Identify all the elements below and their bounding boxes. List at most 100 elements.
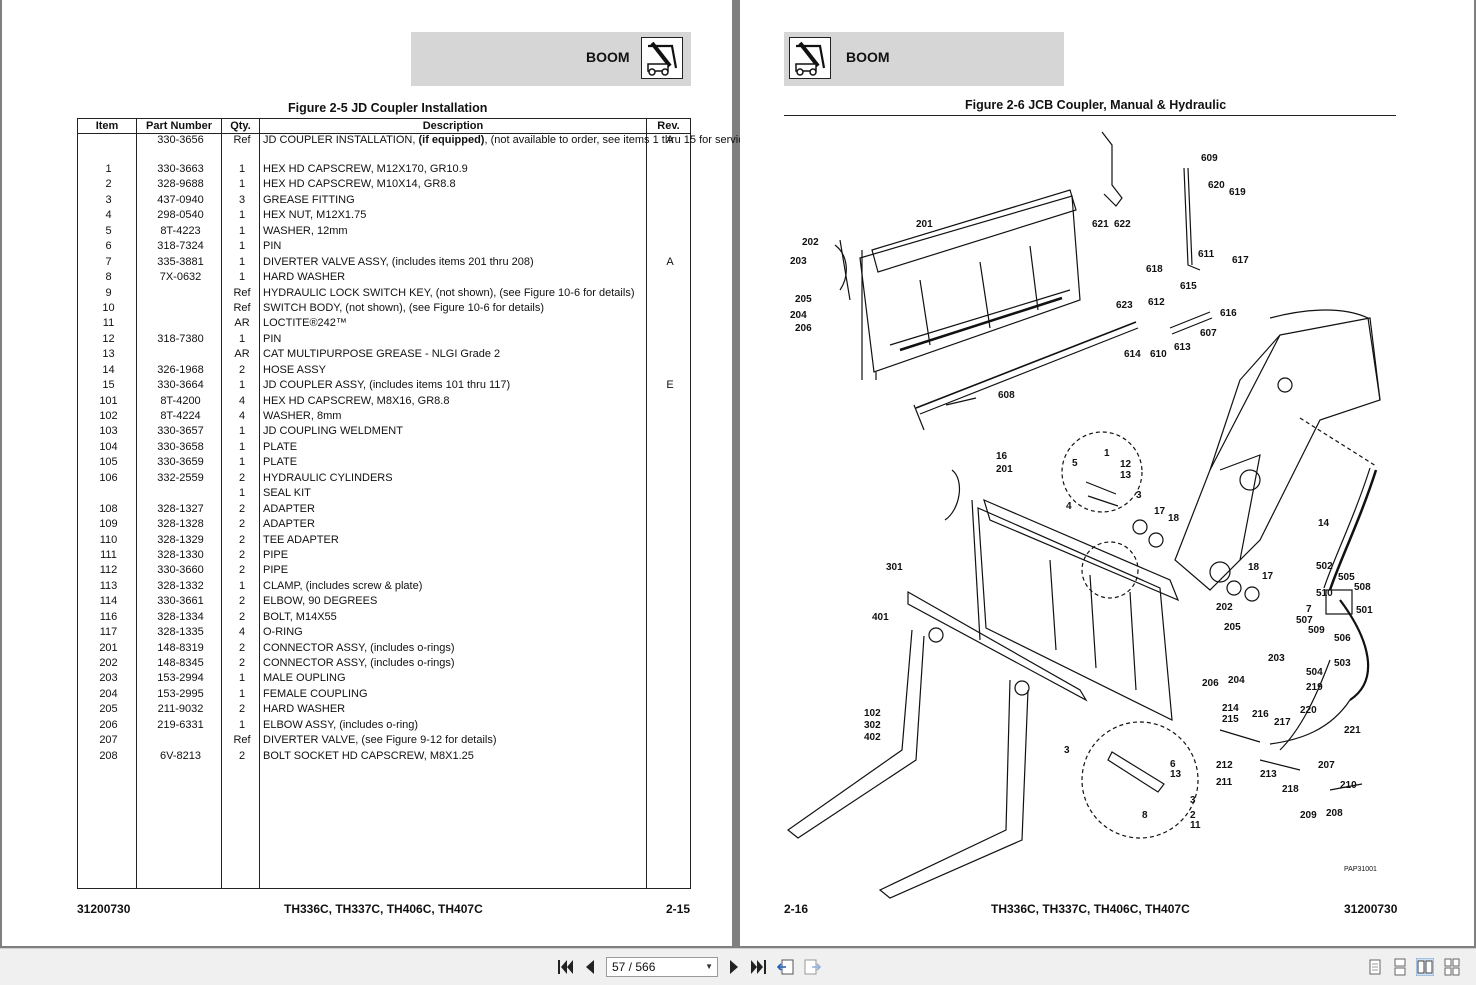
svg-text:216: 216 [1252, 709, 1269, 720]
item-cell: 10 [77, 301, 137, 318]
item-cell: 206 [77, 718, 137, 735]
svg-text:2: 2 [1190, 810, 1196, 821]
svg-text:508: 508 [1354, 582, 1371, 593]
chevron-down-icon[interactable]: ▼ [705, 962, 713, 971]
page-indicator: 57 / 566 [612, 960, 656, 974]
svg-text:218: 218 [1282, 784, 1299, 795]
qty-cell: 2 [221, 610, 260, 627]
footer-models: TH336C, TH337C, TH406C, TH407C [284, 902, 483, 916]
svg-text:610: 610 [1150, 349, 1167, 360]
go-forward-icon[interactable] [803, 958, 821, 976]
boom-icon [641, 37, 683, 79]
two-page-icon[interactable] [1416, 958, 1434, 976]
description-cell: CAT MULTIPURPOSE GREASE - NLGI Grade 2 [259, 348, 647, 364]
svg-text:207: 207 [1318, 760, 1335, 771]
description-cell: HEX HD CAPSCREW, M12X170, GR10.9 [259, 163, 647, 179]
description-cell: HYDRAULIC LOCK SWITCH KEY, (not shown), … [259, 286, 647, 302]
part-number-cell [136, 286, 222, 302]
column-header-qty: Qty. [221, 118, 260, 134]
part-number-cell [136, 317, 222, 333]
description-cell: HOSE ASSY [259, 363, 647, 380]
item-cell: 203 [77, 672, 137, 688]
description-cell: JD COUPLER INSTALLATION, (if equipped), … [259, 133, 754, 163]
description-text: , (not available to order, see items 1 t… [484, 134, 754, 146]
description-cell: WASHER, 8mm [259, 410, 647, 426]
single-page-icon[interactable] [1366, 958, 1384, 976]
part-number-cell [136, 348, 222, 364]
parts-table: Item Part Number Qty. Description Rev. 3… [77, 118, 754, 890]
qty-cell: 1 [221, 209, 260, 225]
rev-cell [646, 718, 691, 735]
rev-cell: A [646, 133, 691, 163]
rev-cell: E [646, 379, 691, 395]
rev-cell [646, 410, 691, 426]
part-number-cell: 298-0540 [136, 209, 222, 225]
rev-cell [646, 224, 691, 241]
description-text: JD COUPLER INSTALLATION, [263, 134, 419, 146]
svg-text:221: 221 [1344, 725, 1361, 736]
item-cell: 3 [77, 193, 137, 210]
page-number-input[interactable]: 57 / 566 ▼ [606, 957, 718, 977]
item-cell: 103 [77, 425, 137, 441]
svg-text:18: 18 [1168, 513, 1180, 524]
qty-cell: Ref [221, 286, 260, 302]
item-cell: 116 [77, 610, 137, 627]
svg-text:17: 17 [1262, 571, 1274, 582]
description-cell: DIVERTER VALVE, (see Figure 9-12 for det… [259, 734, 647, 750]
item-cell: 7 [77, 255, 137, 272]
description-cell: CONNECTOR ASSY, (includes o-rings) [259, 657, 647, 673]
svg-text:613: 613 [1174, 342, 1191, 353]
svg-text:210: 210 [1340, 780, 1357, 791]
rev-cell [646, 533, 691, 549]
part-number-cell: 326-1968 [136, 363, 222, 380]
description-cell: ELBOW, 90 DEGREES [259, 595, 647, 611]
svg-text:620: 620 [1208, 180, 1225, 191]
rev-cell [646, 487, 691, 503]
svg-text:621: 621 [1092, 219, 1109, 230]
continuous-page-icon[interactable] [1391, 958, 1409, 976]
previous-page-icon[interactable] [584, 958, 596, 976]
last-page-icon[interactable] [751, 958, 767, 976]
description-cell: HEX NUT, M12X1.75 [259, 209, 647, 225]
section-title: BOOM [846, 49, 890, 65]
svg-text:3: 3 [1136, 490, 1142, 501]
part-number-cell: 328-1328 [136, 518, 222, 534]
column-header-rev: Rev. [646, 118, 691, 134]
next-page-icon[interactable] [728, 958, 740, 976]
rev-cell [646, 286, 691, 302]
item-cell: 105 [77, 456, 137, 472]
qty-cell: 1 [221, 440, 260, 457]
qty-cell: 1 [221, 672, 260, 688]
part-number-cell: 330-3660 [136, 564, 222, 580]
qty-cell: 4 [221, 626, 260, 642]
description-cell: ELBOW ASSY, (includes o-ring) [259, 718, 647, 735]
go-back-icon[interactable] [777, 958, 795, 976]
description-cell: PIN [259, 240, 647, 256]
first-page-icon[interactable] [558, 958, 574, 976]
svg-text:510: 510 [1316, 588, 1333, 599]
table-header: Item Part Number Qty. Description Rev. [77, 118, 691, 134]
svg-text:616: 616 [1220, 308, 1237, 319]
qty-cell: 2 [221, 657, 260, 673]
empty-cell [646, 765, 691, 890]
footer-page-number: 2-15 [666, 902, 691, 916]
description-cell: HEX HD CAPSCREW, M8X16, GR8.8 [259, 394, 647, 410]
svg-text:206: 206 [1202, 678, 1219, 689]
svg-text:209: 209 [1300, 810, 1317, 821]
svg-text:212: 212 [1216, 760, 1233, 771]
part-number-cell: 318-7324 [136, 240, 222, 256]
description-cell: PLATE [259, 456, 647, 472]
two-page-continuous-icon[interactable] [1443, 958, 1461, 976]
